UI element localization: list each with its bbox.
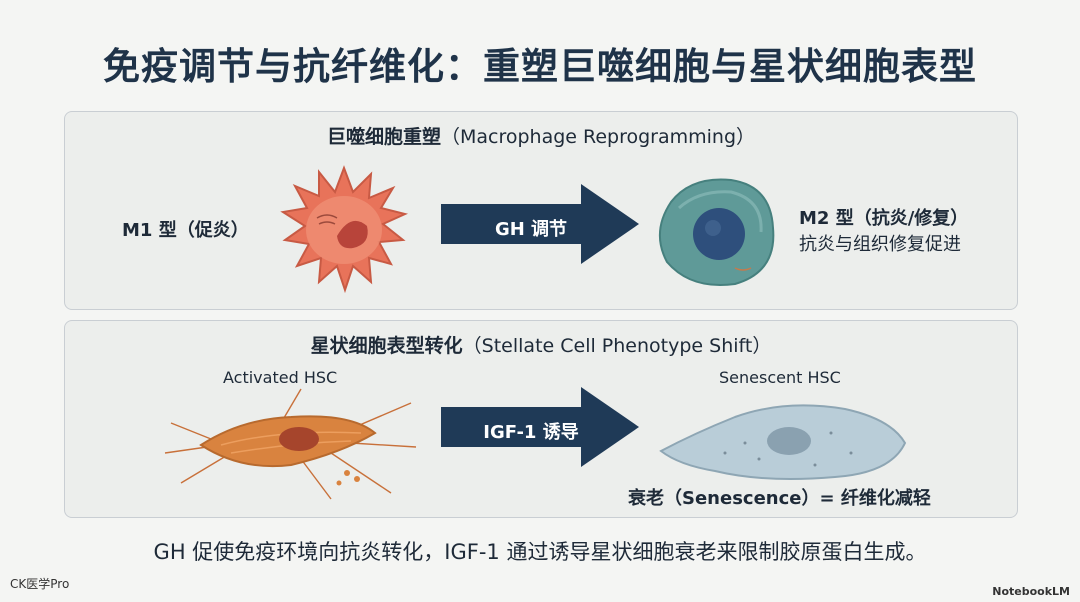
- stellate-panel: 星状细胞表型转化（Stellate Cell Phenotype Shift） …: [64, 320, 1018, 518]
- gh-regulation-label: GH 调节: [471, 215, 591, 241]
- macrophage-panel: 巨噬细胞重塑（Macrophage Reprogramming） M1 型（促炎…: [64, 111, 1018, 310]
- macrophage-heading-en: （Macrophage Reprogramming）: [441, 126, 755, 148]
- watermark-right: NotebookLM: [992, 585, 1070, 598]
- igf1-induction-label: IGF-1 诱导: [469, 418, 593, 444]
- macrophage-heading-zh: 巨噬细胞重塑: [327, 126, 441, 148]
- senescence-result-label: 衰老（Senescence）= 纤维化减轻: [628, 484, 931, 510]
- m1-macrophage-cell: [279, 164, 409, 294]
- activated-hsc-cell: [161, 383, 421, 503]
- stellate-heading-zh: 星状细胞表型转化: [311, 335, 463, 357]
- summary-caption: GH 促使免疫环境向抗炎转化，IGF-1 通过诱导星状细胞衰老来限制胶原蛋白生成…: [0, 536, 1080, 566]
- senescent-hsc-cell: [655, 393, 915, 489]
- senescent-hsc-label: Senescent HSC: [719, 368, 841, 387]
- page-title: 免疫调节与抗纤维化：重塑巨噬细胞与星状细胞表型: [0, 36, 1080, 90]
- m2-caption: 抗炎与组织修复促进: [799, 230, 961, 256]
- m2-macrophage-cell: [651, 172, 781, 292]
- macrophage-panel-heading: 巨噬细胞重塑（Macrophage Reprogramming）: [65, 122, 1017, 149]
- m1-label: M1 型（促炎）: [122, 216, 249, 242]
- stellate-heading-en: （Stellate Cell Phenotype Shift）: [463, 335, 772, 357]
- stellate-panel-heading: 星状细胞表型转化（Stellate Cell Phenotype Shift）: [65, 331, 1017, 358]
- m2-label: M2 型（抗炎/修复）: [799, 204, 968, 230]
- watermark-left: CK医学Pro: [10, 575, 69, 592]
